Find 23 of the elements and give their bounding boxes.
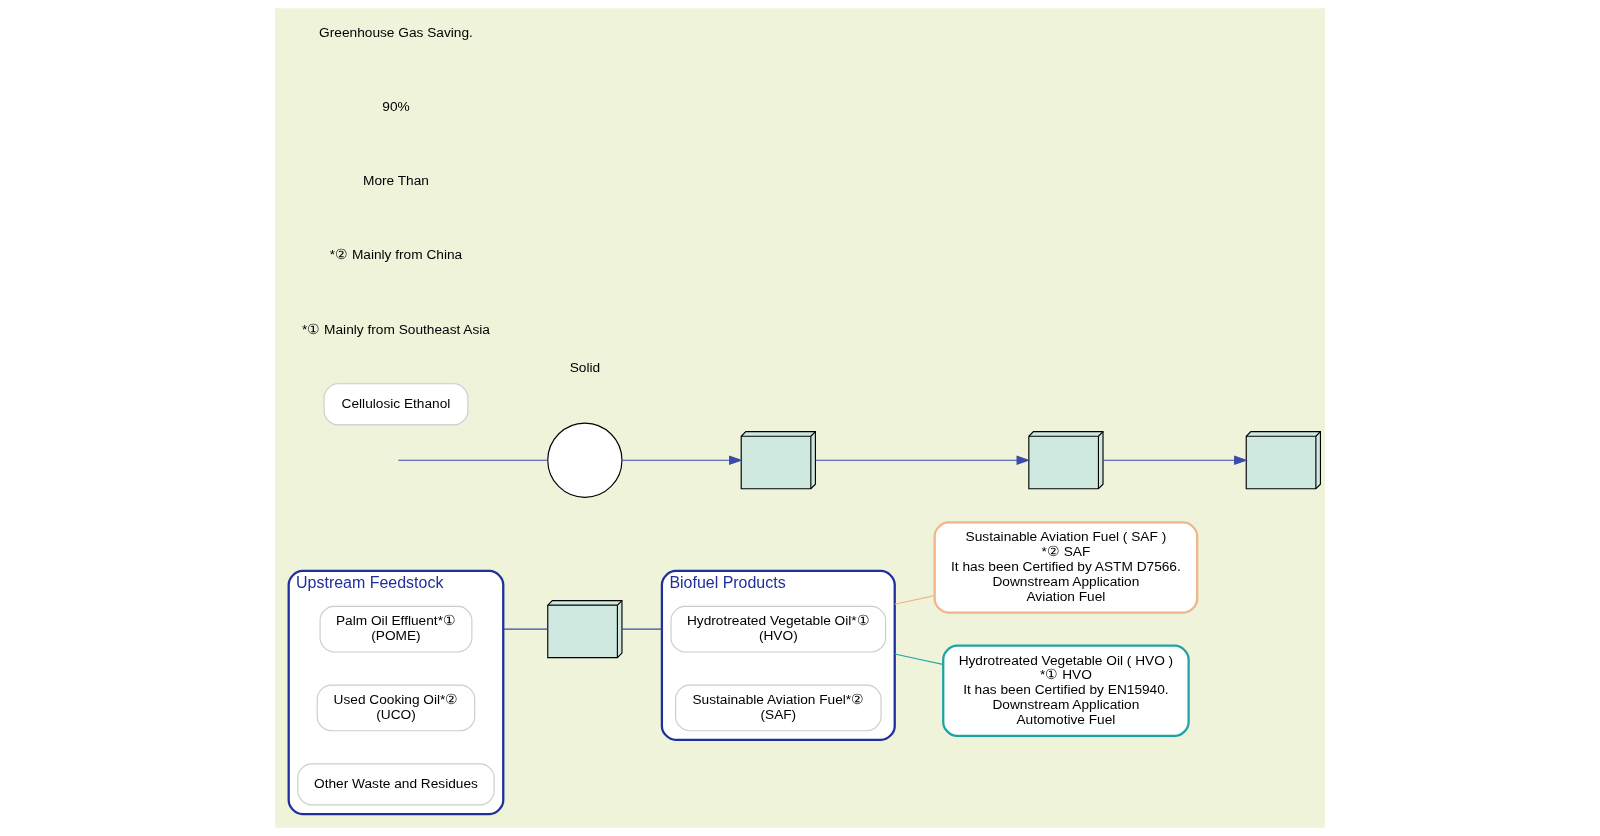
node-box: Sustainable Aviation Fuel*② (SAF) <box>675 684 882 732</box>
node-label: Solid <box>569 360 601 376</box>
node-circle <box>547 422 623 498</box>
node-box: Used Cooking Oil*② (UCO) <box>316 684 476 732</box>
connector <box>894 595 936 605</box>
arrow <box>621 455 743 466</box>
label: More Than <box>363 173 429 189</box>
node-box: Palm Oil Effluent*① (POME) <box>319 605 473 653</box>
label: 90% <box>382 99 410 115</box>
node-box: Cellulosic Ethanol <box>323 383 469 426</box>
label: Greenhouse Gas Saving. <box>319 24 473 40</box>
label: *① Mainly from Southeast Asia <box>301 321 490 337</box>
connector <box>397 459 548 461</box>
connector <box>621 628 663 630</box>
connector <box>894 653 944 665</box>
node-box: Other Waste and Residues <box>297 763 495 806</box>
connector <box>502 628 548 630</box>
label: *② Mainly from China <box>329 247 463 263</box>
node-box: Sustainable Aviation Fuel ( SAF ) *② SAF It has been Certified by ASTM D7566. Downstream Application Aviation Fuel <box>933 521 1199 614</box>
arrow <box>815 455 1031 466</box>
arrow <box>1102 455 1248 466</box>
node-box: Hydrotreated Vegetable Oil ( HVO ) *① HVO It has been Certified by EN15940. Downstream Application Automotive Fuel <box>942 644 1190 737</box>
node-box: Hydrotreated Vegetable Oil*① (HVO) <box>670 605 887 653</box>
